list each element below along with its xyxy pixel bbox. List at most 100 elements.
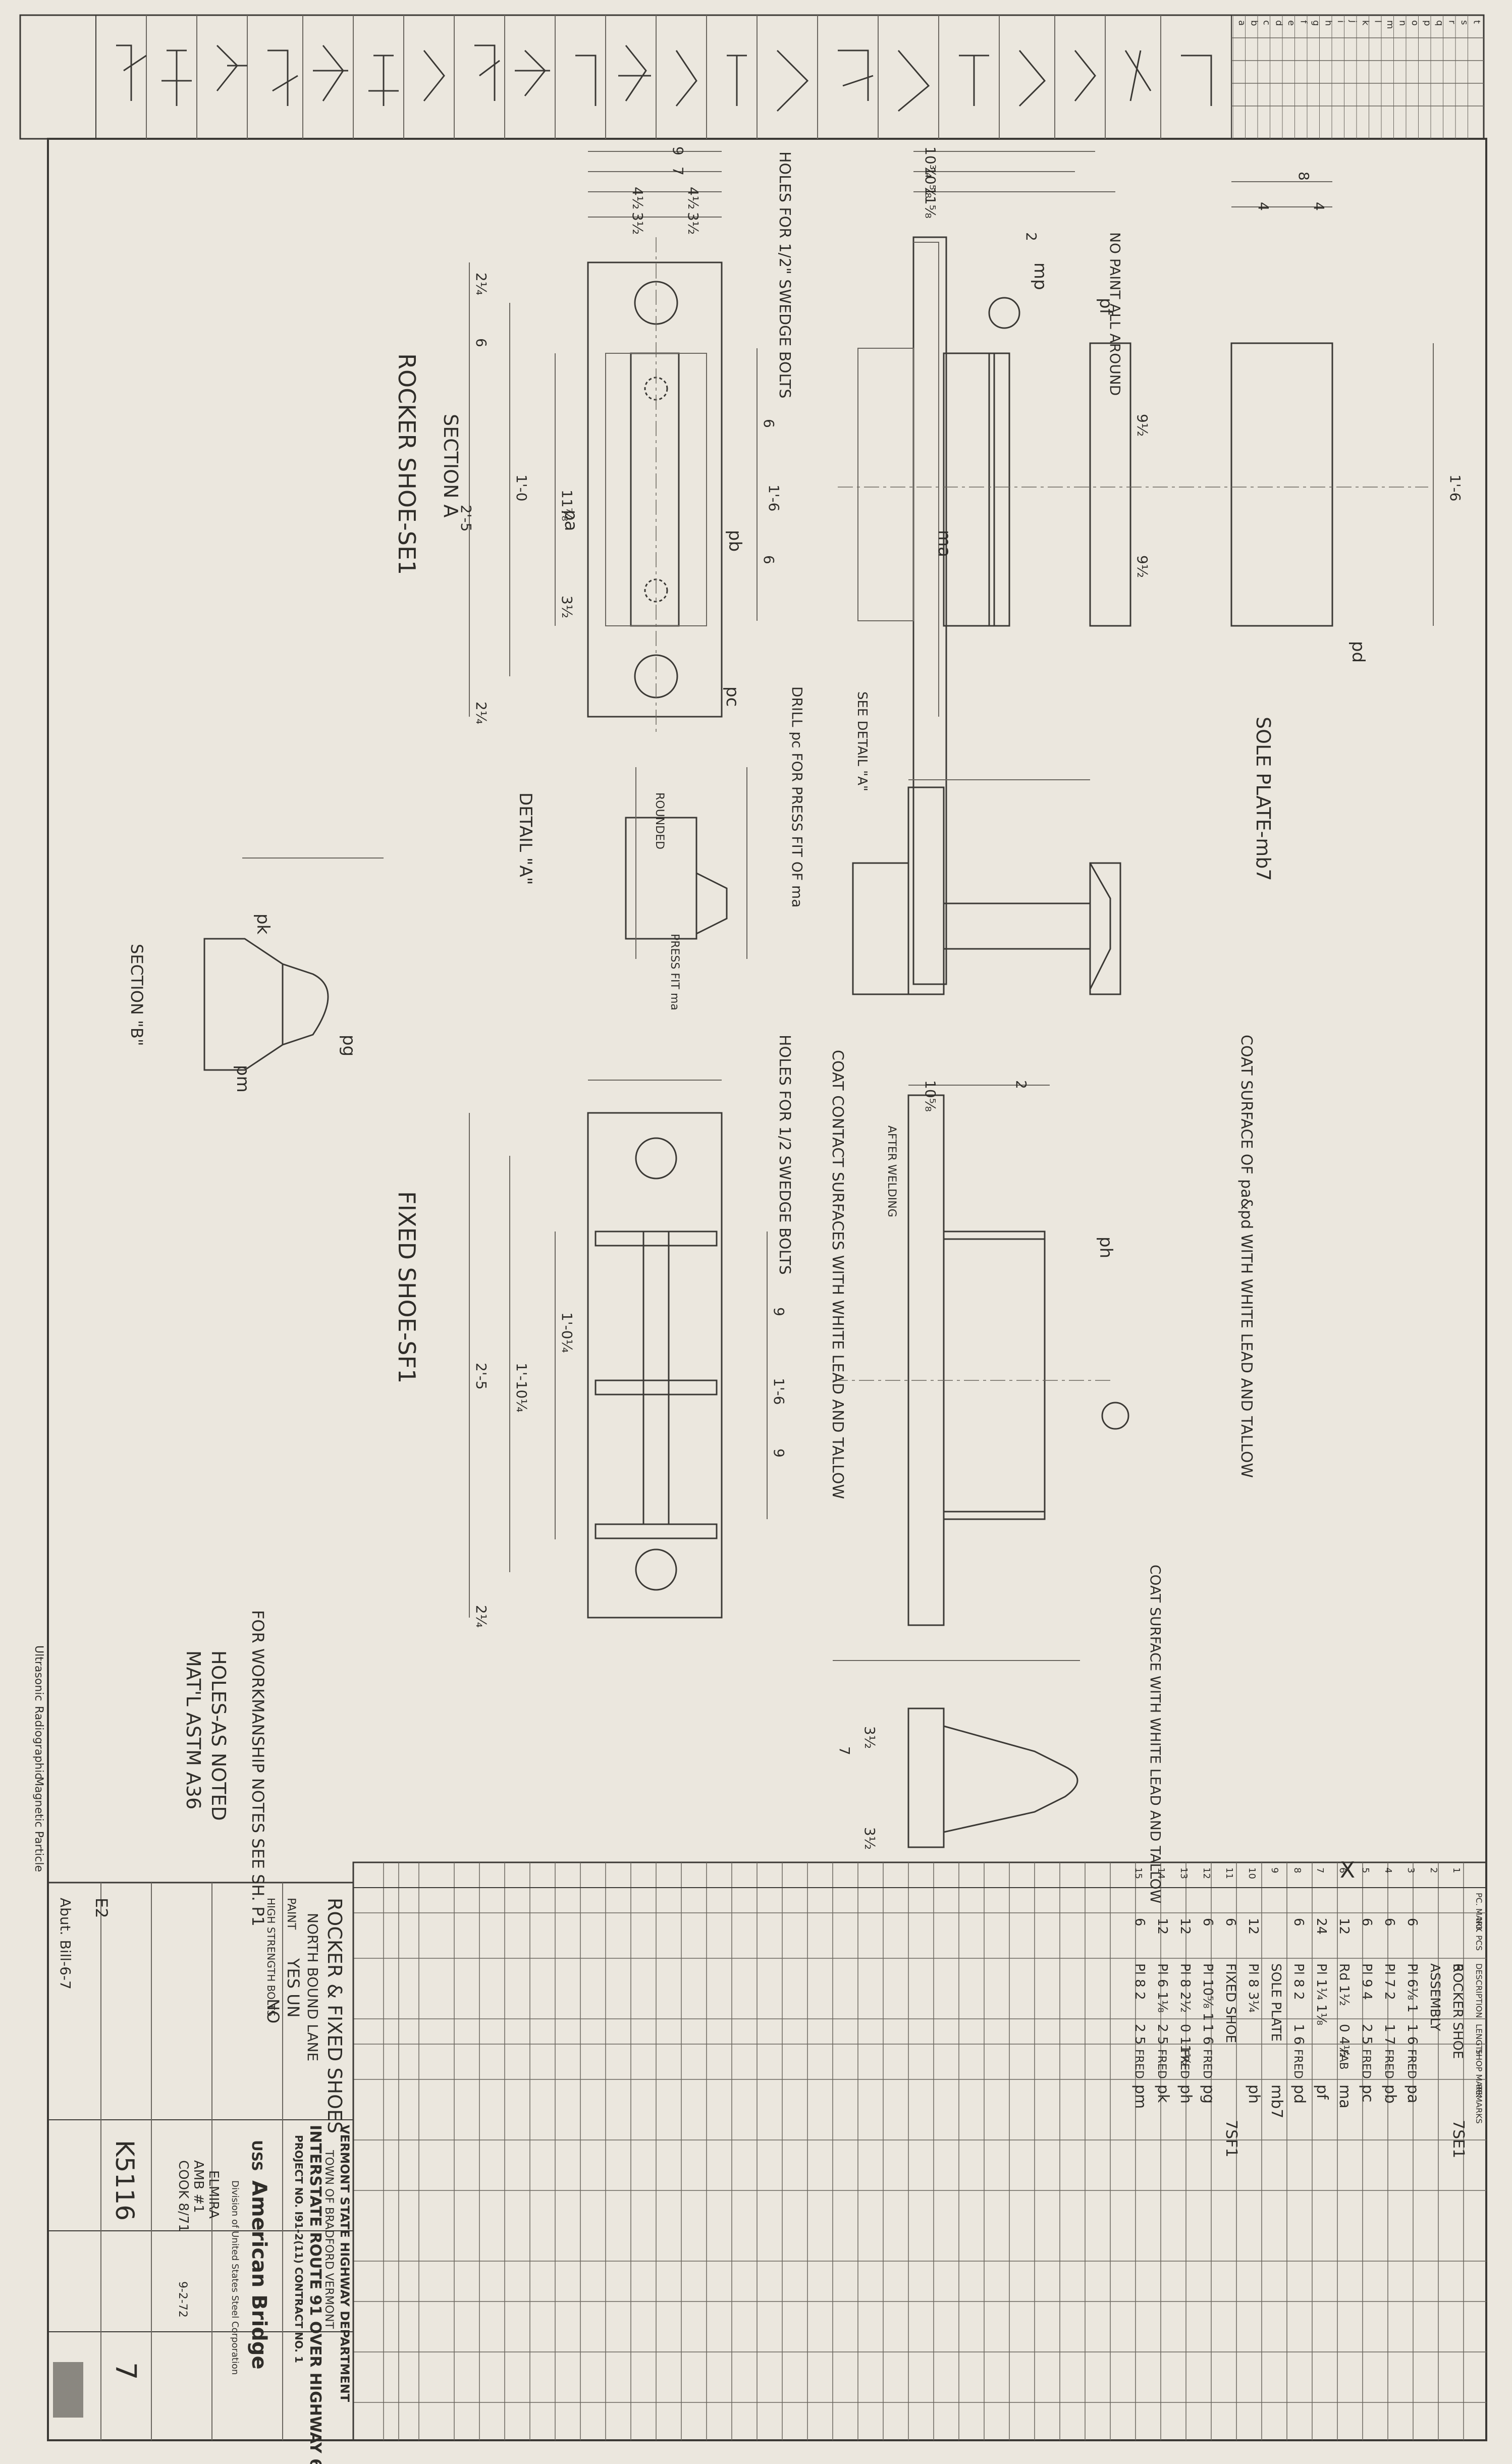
title-block <box>47 1882 354 2441</box>
coat-note-3: COAT SURFACE WITH WHITE LEAD AND TALLOW <box>1147 1565 1164 1903</box>
bill-description: FIXED SHOE <box>1223 1963 1238 2043</box>
dimension-label: 2¼ <box>473 273 490 295</box>
bill-fab-note: FRED <box>1155 2049 1168 2079</box>
job-title: ROCKER & FIXED SHOES <box>323 1898 346 2133</box>
drill-note: DRILL pc FOR PRESS FIT OF ma <box>789 686 805 907</box>
bill-line-number: 14 <box>1156 1867 1166 1879</box>
dimension-label: 11⅝ <box>922 187 939 219</box>
bill-line-number: 13 <box>1178 1867 1189 1879</box>
strip-column-letter: m <box>1385 20 1395 29</box>
strip-column-letter: d <box>1274 20 1284 26</box>
dimension-label: 3½ <box>559 596 575 618</box>
dimension-label: 3½ <box>629 212 646 235</box>
bill-description: Pl 1¼ 1⅛ <box>1314 1963 1329 2025</box>
part-mark: pf <box>1096 298 1116 315</box>
section-b-label: SECTION "B" <box>127 944 146 1046</box>
strip-column-letter: r <box>1447 20 1457 24</box>
coat-note-2: COAT CONTACT SURFACES WITH WHITE LEAD AN… <box>829 1050 846 1499</box>
magnetic-particle-label: Magnetic Particle <box>32 1777 45 1872</box>
bill-fab-note: FRED <box>1132 2049 1145 2079</box>
bill-description: Pl 8 3¼ <box>1246 1963 1261 2013</box>
dimension-label: 7 <box>670 167 686 176</box>
bill-line-number: 7 <box>1315 1867 1325 1873</box>
dimension-label: 2¼ <box>473 1605 490 1628</box>
dimension-label: 7 <box>836 1746 853 1755</box>
bill-assembly-mark: 7SF1 <box>1222 2120 1240 2157</box>
hs-bolts-label: HIGH STRENGTH BOLTS <box>265 1898 277 2016</box>
part-mark: mp <box>1030 262 1050 290</box>
strip-column-letter: g <box>1311 20 1321 26</box>
bill-length: 1 6 <box>1405 2024 1420 2045</box>
bill-length: 0 11½ <box>1177 2024 1193 2066</box>
bill-header-cell: REMARKS <box>1474 2084 1484 2124</box>
dimension-label: 4 <box>1255 202 1272 211</box>
dimension-label: 3½ <box>861 1726 878 1749</box>
dimension-label: 9½ <box>1134 414 1151 437</box>
dimension-label: 10⅝ <box>922 167 939 198</box>
rocker-shoe-title: ROCKER SHOE-SE1 <box>393 353 420 575</box>
section-b-view <box>203 858 384 1071</box>
rounded-note: ROUNDED <box>653 792 666 849</box>
part-mark: ph <box>1096 1237 1116 1258</box>
dimension-label: 9 <box>670 146 686 155</box>
bill-header-cell: LENGTH <box>1474 2024 1484 2057</box>
bill-description: Pl 6 1⅛ <box>1155 1963 1170 2013</box>
after-welding-note: AFTER WELDING <box>885 1126 898 1217</box>
bill-qty: 12 <box>1177 1918 1193 1935</box>
strip-column-letter: k <box>1360 20 1371 26</box>
dimension-label: 1'-0¼ <box>559 1312 575 1353</box>
bill-length: 2 5 <box>1359 2024 1374 2045</box>
material-note: MAT'L ASTM A36 <box>182 1650 204 1809</box>
bill-qty: 6 <box>1223 1918 1238 1926</box>
radiographic-label: Radiographic <box>32 1706 45 1779</box>
strip-column-letter: e <box>1286 20 1297 26</box>
bill-piece-mark: pk <box>1154 2084 1172 2103</box>
dimension-label: 4 <box>1311 202 1327 211</box>
strip-column-letter: h <box>1323 20 1334 26</box>
bill-qty: 6 <box>1405 1918 1420 1926</box>
bill-fab-note: FRED <box>1360 2049 1372 2079</box>
bill-length: 1 7 <box>1382 2024 1397 2045</box>
dimension-label: 9 <box>771 1307 787 1316</box>
contract-number: K5116 <box>110 2140 139 2221</box>
strip-column-letter: n <box>1397 20 1408 26</box>
part-mark: pc <box>722 686 742 707</box>
bill-fab-note: FRED <box>1178 2049 1191 2079</box>
bill-length: 2 5 <box>1132 2024 1147 2045</box>
bill-subheading: ROCKER SHOE <box>1450 1963 1465 2059</box>
company-division: Division of United States Steel Corporat… <box>230 2180 240 2375</box>
bill-fab-note: FAB <box>1337 2049 1349 2070</box>
erection-mark: E2 <box>92 1898 111 1918</box>
bill-qty: 6 <box>1291 1918 1306 1926</box>
bill-length: 0 4½ <box>1336 2024 1352 2058</box>
town: TOWN OF BRADFORD VERMONT <box>322 2150 335 2329</box>
bill-description: Pl 9 4 <box>1359 1963 1374 2000</box>
strip-column-letter: t <box>1472 20 1482 24</box>
section-a-label: SECTION A <box>440 414 462 518</box>
detail-a-label: DETAIL "A" <box>515 792 535 885</box>
bill-description: Pl 8 2 <box>1291 1963 1306 2000</box>
bill-piece-mark: ph <box>1177 2084 1195 2104</box>
date: 9-2-72 <box>176 2281 189 2318</box>
press-fit-note: PRESS FIT ma <box>668 934 681 1010</box>
bill-qty: 12 <box>1336 1918 1352 1935</box>
part-mark: pa <box>561 510 581 531</box>
bill-number: Abut. Bill-6-7 <box>57 1898 74 1990</box>
bill-line-number: 15 <box>1133 1867 1144 1879</box>
bill-description: Rd 1½ <box>1336 1963 1352 2006</box>
bill-qty: 24 <box>1314 1918 1329 1935</box>
dimension-label: 6 <box>761 419 777 428</box>
bill-qty: 6 <box>1359 1918 1374 1926</box>
dimension-label: 3½ <box>685 212 701 235</box>
dimension-label: 1'-0 <box>513 474 530 501</box>
bill-length: 1 6 <box>1200 2024 1215 2045</box>
checked-by: COOK 8/71 <box>176 2160 191 2232</box>
paint-label: PAINT <box>285 1898 297 1930</box>
bill-qty: 6 <box>1200 1918 1215 1926</box>
bill-description: SOLE PLATE <box>1268 1963 1283 2042</box>
ultrasonic-label: Ultrasonic <box>32 1645 45 1701</box>
dimension-label: 2'-5 <box>458 505 474 531</box>
